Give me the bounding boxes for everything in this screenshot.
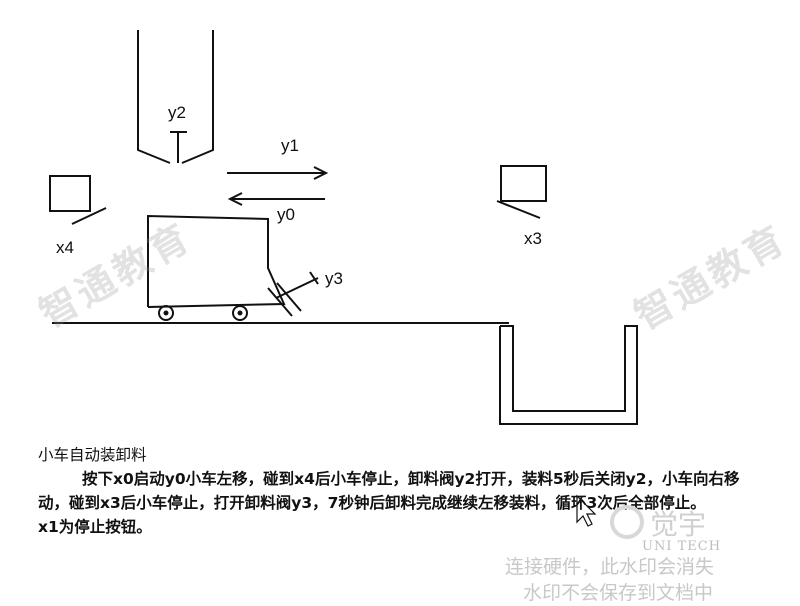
watermark-notice-line1: 连接硬件，此水印会消失 xyxy=(505,556,715,578)
cart xyxy=(147,214,286,321)
unloading-bin xyxy=(499,325,638,425)
description: 小车自动装卸料 按下x0启动y0小车左移，碰到x4后小车停止，卸料阀y2打开，装… xyxy=(38,443,758,539)
label-y0: y0 xyxy=(277,205,295,224)
logo-name: 觉宇 xyxy=(650,508,707,541)
description-note: x1为停止按钮。 xyxy=(38,518,152,536)
label-x3: x3 xyxy=(524,229,542,248)
description-body: 按下x0启动y0小车左移，碰到x4后小车停止，卸料阀y2打开，装料5秒后关闭y2… xyxy=(38,470,740,512)
label-y1: y1 xyxy=(281,136,299,155)
label-y2: y2 xyxy=(168,103,186,122)
arrow-y1-right xyxy=(227,166,329,180)
arrow-y0-left xyxy=(227,192,325,206)
watermark-notice: 连接硬件，此水印会消失 水印不会保存到文档中 xyxy=(505,554,714,606)
limit-switch-x3 xyxy=(496,165,547,219)
cursor-icon xyxy=(576,494,597,527)
watermark-notice-line2: 水印不会保存到文档中 xyxy=(523,582,714,604)
valve-y3 xyxy=(267,271,319,317)
logo-mark-icon xyxy=(610,505,644,539)
hopper xyxy=(137,30,214,164)
label-x4: x4 xyxy=(56,238,74,257)
label-y3: y3 xyxy=(325,269,343,288)
limit-switch-x4 xyxy=(49,175,107,225)
valve-y2 xyxy=(170,131,187,163)
description-title: 小车自动装卸料 xyxy=(38,446,147,464)
logo-en: UNI TECH xyxy=(642,539,722,554)
